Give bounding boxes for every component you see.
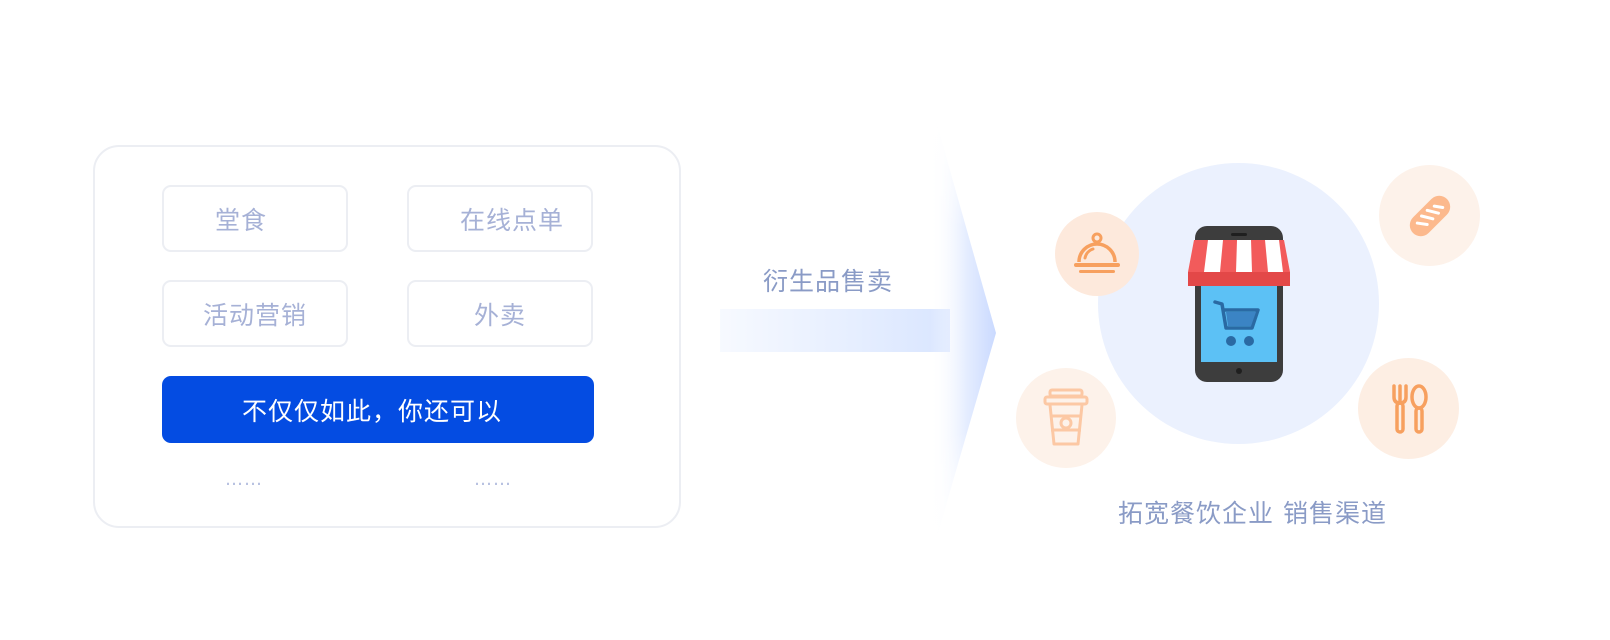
- bread-bubble: [1379, 165, 1480, 266]
- option-dine-in[interactable]: 堂食: [162, 185, 348, 252]
- arrow-beam: [720, 309, 950, 352]
- bread-icon: [1409, 195, 1450, 236]
- option-online-order[interactable]: 在线点单: [407, 185, 593, 252]
- cloche-bubble: [1055, 212, 1139, 296]
- option-label: 堂食: [214, 205, 267, 235]
- option-label: 活动营销: [202, 300, 307, 330]
- option-takeout[interactable]: 外卖: [407, 280, 593, 347]
- expand-channels-caption: 拓宽餐饮企业 销售渠道: [1118, 499, 1387, 528]
- cloche-icon: [1074, 232, 1120, 273]
- features-card: 堂食 在线点单 活动营销 外卖 不仅仅如此，你还可以 …… ……: [93, 145, 681, 528]
- phone-shop-cart-icon: [1188, 226, 1290, 382]
- more-features-button[interactable]: 不仅仅如此，你还可以: [162, 376, 594, 443]
- option-label: 外卖: [473, 300, 526, 330]
- cutlery-bubble: [1358, 358, 1459, 459]
- derivative-sales-label: 衍生品售卖: [763, 267, 894, 296]
- option-label: 在线点单: [459, 205, 564, 235]
- option-marketing[interactable]: 活动营销: [162, 280, 348, 347]
- cup-bubble: [1016, 368, 1116, 468]
- cutlery-icon: [1391, 383, 1428, 434]
- arrow-head-icon: [930, 100, 996, 560]
- ellipsis-left: ……: [225, 469, 263, 490]
- ellipsis-right: ……: [474, 469, 512, 490]
- more-features-label: 不仅仅如此，你还可以: [241, 396, 502, 426]
- coffee-cup-icon: [1043, 388, 1089, 446]
